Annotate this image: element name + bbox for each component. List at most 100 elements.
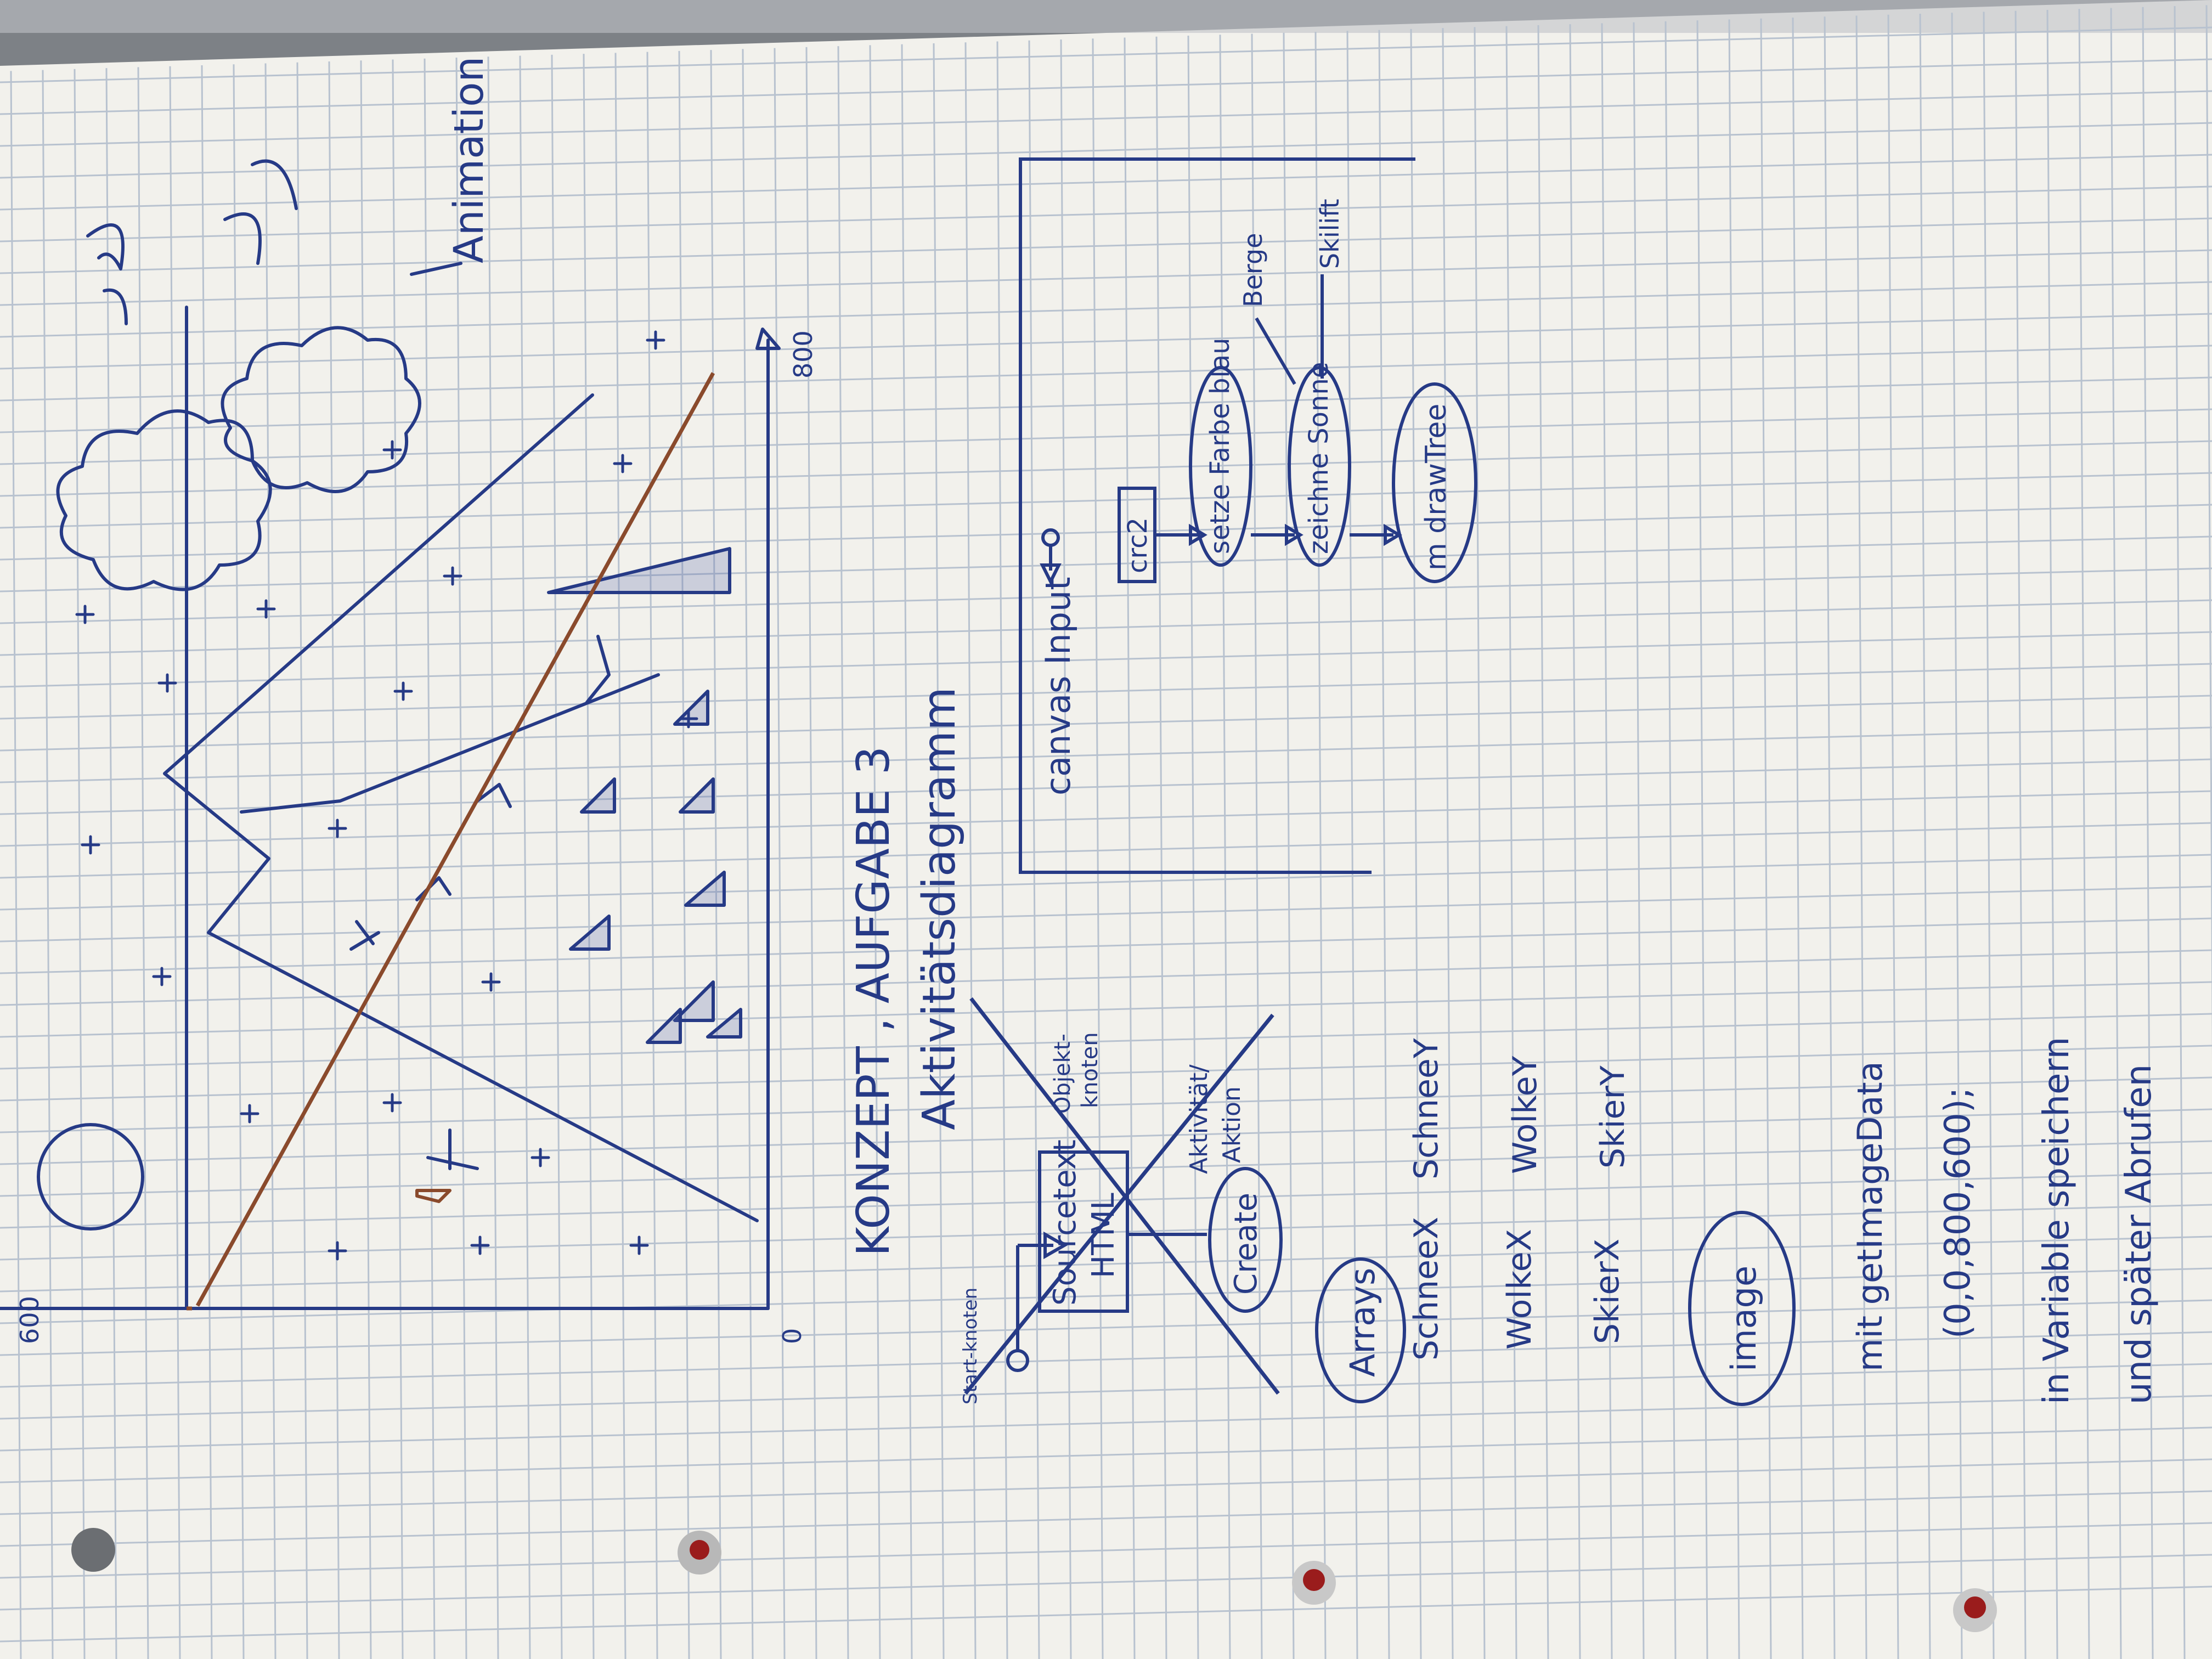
arrays-title: Arrays xyxy=(1342,1268,1383,1377)
grid-line xyxy=(10,71,22,1659)
heading-line2: Aktivitätsdiagramm xyxy=(913,687,966,1130)
grid-line xyxy=(0,26,2212,83)
activity-node xyxy=(1208,1167,1283,1313)
grid-line xyxy=(0,1363,2212,1420)
punch-holes xyxy=(71,1528,1997,1632)
grid-line xyxy=(0,90,2212,147)
grid-line xyxy=(1696,20,1708,1659)
landscape-sketch xyxy=(0,159,781,1310)
grid-line xyxy=(2174,6,2186,1659)
diagram-title: canvas Input xyxy=(1038,577,1078,795)
axis-label-800: 800 xyxy=(788,330,818,379)
grid-line xyxy=(2205,5,2212,1062)
animation-arrow-3 xyxy=(223,212,262,265)
grid-line xyxy=(0,917,2212,974)
grid-line xyxy=(0,663,2212,720)
heading-line1: KONZEPT , AUFGABE 3 xyxy=(848,746,900,1256)
grid-line xyxy=(0,567,2212,624)
node-tree xyxy=(1392,382,1477,583)
graph-paper-grid xyxy=(0,5,2212,1659)
image-ellipse xyxy=(1688,1211,1796,1406)
image-note-line1: mit getImageData xyxy=(1850,1061,1890,1372)
grid-line xyxy=(0,504,2212,561)
image-title: image xyxy=(1724,1266,1764,1372)
grid-line xyxy=(0,1204,2212,1261)
grid-line xyxy=(0,726,2212,783)
grid-line xyxy=(0,695,2212,752)
grid-line xyxy=(869,45,881,1659)
grid-line xyxy=(0,376,2212,433)
node-tree-label: m drawTree xyxy=(1420,404,1453,571)
node-sun xyxy=(1288,366,1351,567)
grid-line xyxy=(360,60,372,1659)
grid-line xyxy=(42,70,54,1659)
node-sun-label: zeichne Sonne xyxy=(1304,362,1334,554)
grid-line xyxy=(1728,19,1740,1659)
grid-line xyxy=(0,822,2212,879)
grid-line xyxy=(1855,15,1867,1659)
image-note-line2: (0,0,800,600); xyxy=(1938,1087,1978,1339)
grid-line xyxy=(105,68,117,1659)
grid-line xyxy=(0,217,2212,274)
knoten-label: knoten xyxy=(1077,1032,1103,1108)
grid-line xyxy=(0,408,2212,465)
grid-line xyxy=(774,48,786,1659)
node-sky xyxy=(1189,366,1252,567)
grid-line xyxy=(455,58,467,1659)
grid-line xyxy=(0,1299,2212,1356)
cross-out-line-2 xyxy=(969,997,1280,1395)
array-item-skiery: SkierY xyxy=(1594,1065,1632,1169)
grid-line xyxy=(614,53,627,1659)
grid-line xyxy=(0,281,2212,338)
grid-line xyxy=(0,1108,2212,1165)
grid-line xyxy=(74,69,86,1659)
inner-mountain xyxy=(240,673,660,814)
grid-line xyxy=(1760,18,1772,1659)
grid-line xyxy=(1410,29,1422,1659)
html-label: HTML xyxy=(1086,1193,1121,1278)
grid-line xyxy=(0,1235,2212,1293)
node-crc2: crc2 xyxy=(1122,517,1153,573)
grid-line xyxy=(933,43,945,1659)
grid-line xyxy=(2015,10,2027,1659)
grid-line xyxy=(0,1522,2212,1579)
sun-sketch xyxy=(37,1123,144,1231)
grid-line xyxy=(1824,16,1836,1659)
arrays-ellipse xyxy=(1315,1257,1406,1403)
sourcetext-label: Sourcetext xyxy=(1047,1139,1083,1306)
berge-label: Berge xyxy=(1238,233,1268,307)
grid-line xyxy=(1124,37,1136,1659)
grid-line xyxy=(0,1076,2212,1133)
berge-connector xyxy=(1255,317,1296,385)
activity-diagram xyxy=(1019,157,1477,874)
grid-line xyxy=(233,64,245,1659)
grid-line xyxy=(1633,22,1645,1659)
node-sky-label: setze Farbe blau xyxy=(1205,337,1235,554)
cross-out-line-1 xyxy=(964,1013,1274,1395)
diagram-start-node xyxy=(1041,528,1060,547)
grid-line xyxy=(0,58,2212,115)
array-item-wolkey: WolkeY xyxy=(1506,1056,1544,1174)
grid-line xyxy=(0,440,2212,497)
array-item-schneex: SchneeX xyxy=(1407,1217,1446,1361)
grid-line xyxy=(1569,24,1581,1659)
grid-line xyxy=(0,1140,2212,1197)
grid-line xyxy=(0,758,2212,815)
cloud-1 xyxy=(56,409,272,591)
grid-line xyxy=(0,345,2212,402)
grid-line xyxy=(1887,14,1899,1659)
animation-pointer xyxy=(410,262,462,276)
grid-line xyxy=(201,65,213,1659)
grid-line xyxy=(0,313,2212,370)
grid-line xyxy=(424,58,436,1659)
objekt-label: Objekt- xyxy=(1050,1034,1075,1114)
grid-line xyxy=(0,1395,2212,1452)
skiers xyxy=(349,783,512,1203)
animation-label: Animation xyxy=(445,57,493,263)
grid-line xyxy=(1474,27,1486,1659)
cloud-2 xyxy=(221,326,421,493)
grid-line xyxy=(1919,13,1931,1659)
grid-line xyxy=(0,1331,2212,1388)
grid-line xyxy=(1983,12,1995,1659)
